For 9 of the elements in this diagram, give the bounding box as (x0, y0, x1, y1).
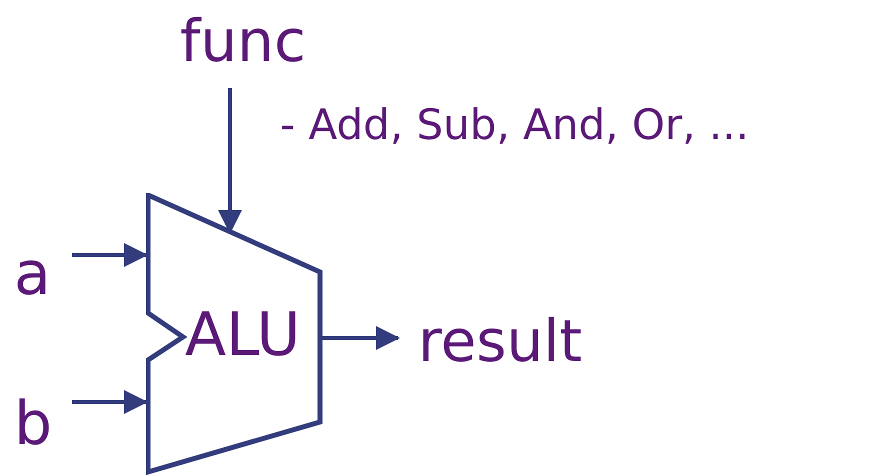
operation-note: - Add, Sub, And, Or, ... (280, 104, 749, 146)
input-label: a (14, 244, 51, 304)
output-label: result (418, 312, 582, 370)
input-label: b (14, 394, 52, 454)
alu-label: ALU (185, 305, 300, 365)
arrow (72, 243, 148, 267)
arrow (72, 390, 148, 414)
signal-label: func (180, 12, 306, 70)
arrow (322, 326, 400, 350)
